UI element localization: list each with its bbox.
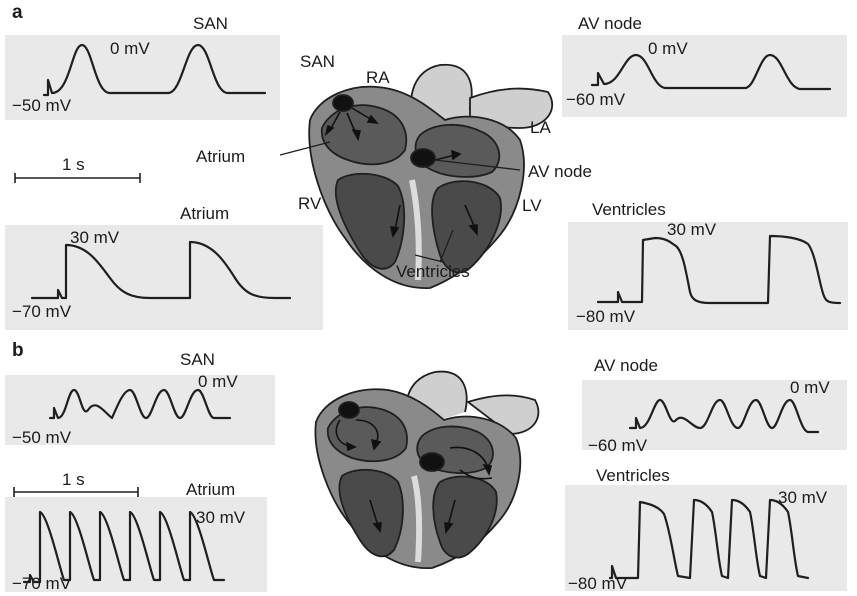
panel-b-san-top: 0 mV	[198, 372, 238, 392]
panel-b-atrium-title: Atrium	[186, 480, 235, 500]
panel-a-ventricles-top: 30 mV	[667, 220, 716, 240]
panel-b-ventricles-title: Ventricles	[596, 466, 670, 486]
panel-a-letter: a	[12, 2, 23, 24]
panel-b-atrium-top: 30 mV	[196, 508, 245, 528]
panel-b-atrium-bottom: −70 mV	[12, 574, 71, 594]
panel-b-av-bottom: −60 mV	[588, 436, 647, 456]
panel-a-av-title: AV node	[578, 14, 642, 34]
panel-b-san-bottom: −50 mV	[12, 428, 71, 448]
panel-b-san-trace	[50, 390, 230, 418]
panel-b-av-trace	[630, 400, 818, 432]
panel-b-scale-label: 1 s	[62, 470, 85, 490]
heart-b	[315, 372, 538, 569]
panel-a-atrium-trace	[32, 242, 290, 298]
panel-a-san-top: 0 mV	[110, 39, 150, 59]
panel-a-av-bottom: −60 mV	[566, 90, 625, 110]
panel-a-san-title: SAN	[193, 14, 228, 34]
panel-b-av-top: 0 mV	[790, 378, 830, 398]
panel-a-ventricles-title: Ventricles	[592, 200, 666, 220]
panel-a-san-bottom: −50 mV	[12, 96, 71, 116]
panel-a-san-trace	[44, 45, 265, 95]
heart-label-atrium: Atrium	[196, 147, 245, 167]
panel-a-ventricles-bottom: −80 mV	[576, 307, 635, 327]
panel-a-av-trace	[592, 55, 830, 89]
panel-b-san-title: SAN	[180, 350, 215, 370]
panel-b-ventricles-top: 30 mV	[778, 488, 827, 508]
heart-label-av-node: AV node	[528, 162, 592, 182]
heart-label-la: LA	[530, 118, 551, 138]
panel-b-atrium-trace	[24, 512, 224, 582]
heart-label-san: SAN	[300, 52, 335, 72]
panel-b-ventricles-bottom: −80 mV	[568, 574, 627, 594]
panel-a-atrium-title: Atrium	[180, 204, 229, 224]
panel-a-ventricles-trace	[598, 236, 840, 303]
panel-a-av-top: 0 mV	[648, 39, 688, 59]
heart-label-ventricles: Ventricles	[396, 262, 470, 282]
heart-label-lv: LV	[522, 196, 542, 216]
heart-a	[280, 65, 552, 288]
heart-label-ra: RA	[366, 68, 390, 88]
panel-a-scale-label: 1 s	[62, 155, 85, 175]
panel-a-atrium-top: 30 mV	[70, 228, 119, 248]
heart-label-rv: RV	[298, 194, 321, 214]
panel-b-letter: b	[12, 340, 24, 362]
panel-b-ventricles-trace	[610, 500, 808, 578]
panel-b-av-title: AV node	[594, 356, 658, 376]
panel-a-atrium-bottom: −70 mV	[12, 302, 71, 322]
